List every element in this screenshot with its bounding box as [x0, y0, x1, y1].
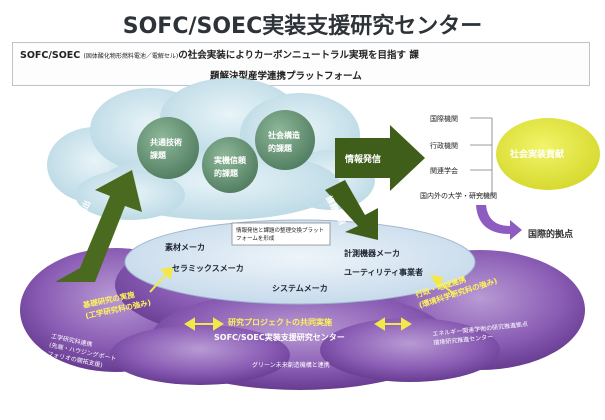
arrow-issue-extraction — [55, 170, 142, 282]
subtitle-line1: SOFC/SOEC (固体酸化物形燃料電池／電解セル)の社会実装によりカーボンニ… — [20, 47, 419, 61]
list-item-government: 行政機関 — [430, 142, 458, 150]
international-hub-label: 国際的拠点 — [528, 230, 574, 240]
green-future-label: グリーン未来創造機構と連携 — [252, 362, 330, 369]
bubble-practical-label: 実機信頼 的課題 — [214, 156, 246, 178]
arrow-info-send-label: 情報発信 — [345, 155, 382, 165]
label-materials-maker: 素材メーカ — [165, 243, 205, 252]
platform-note-box — [231, 222, 331, 246]
center-name-label: SOFC/SOEC実装支援研究センター — [214, 333, 345, 342]
bubble-practical-issue — [202, 137, 258, 193]
label-system-maker: システムメーカ — [272, 284, 328, 293]
arrow-info-send — [335, 125, 425, 191]
list-item-universities: 国内外の大学・研究機関 — [420, 192, 497, 200]
page-title: SOFC/SOEC実装支援研究センター — [122, 14, 483, 39]
bubble-common-issue — [137, 117, 199, 179]
platform-note: 情報発信と課題の整理交換プラットフォームを形成 — [236, 228, 325, 242]
bubble-social-issue — [255, 110, 315, 170]
joint-project-label: 研究プロジェクトの共同実施 — [228, 318, 332, 327]
label-utility-company: ユーティリティ事業者 — [344, 268, 424, 277]
label-ceramics-maker: セラミックスメーカ — [172, 264, 244, 273]
subtitle-small-note: (固体酸化物形燃料電池／電解セル) — [83, 53, 179, 60]
subtitle-rest: の社会実装によりカーボンニュートラル実現を目指す 課 — [178, 50, 419, 61]
list-item-academic-society: 関連学会 — [430, 167, 458, 175]
subtitle-line2: 題解決型産学連携プラットフォーム — [210, 71, 362, 82]
bubble-social-label: 社会構造 的課題 — [268, 131, 300, 153]
subtitle-box — [12, 42, 590, 86]
international-arrow — [476, 205, 522, 240]
yellow-arrows — [149, 266, 455, 331]
list-item-international-org: 国際機関 — [430, 115, 458, 123]
label-measurement-maker: 計測機器メーカ — [344, 249, 400, 258]
goal-ellipse — [496, 118, 600, 190]
industry-ellipse — [124, 219, 476, 305]
goal-label: 社会実装貢献 — [510, 150, 565, 160]
subtitle-prefix: SOFC/SOEC — [20, 50, 81, 61]
list-connector — [470, 117, 493, 196]
bubble-common-label: 共通技術 課題 — [150, 138, 182, 160]
arrow-issue-share — [325, 180, 378, 240]
